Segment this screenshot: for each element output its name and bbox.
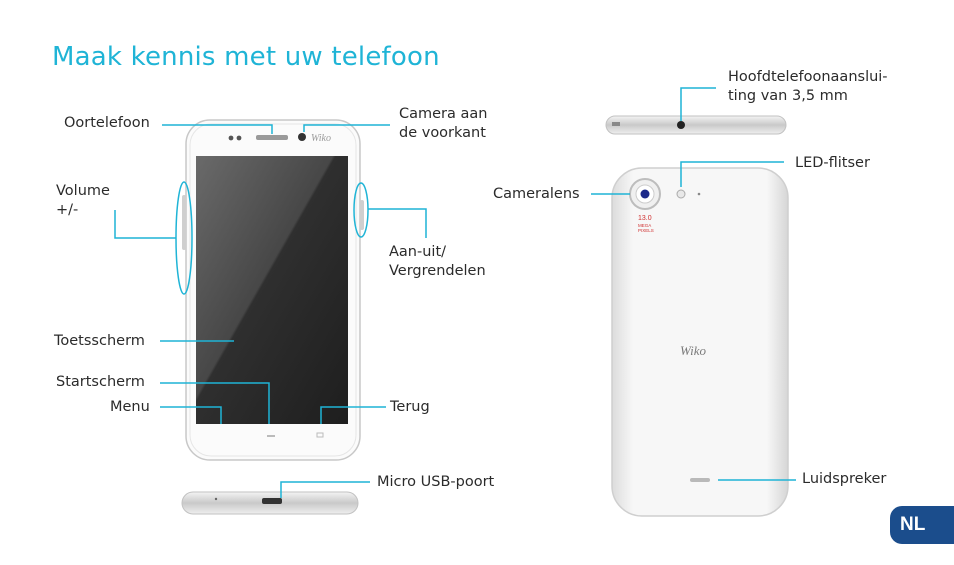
language-badge: NL xyxy=(890,506,954,544)
speaker-label: Luidspreker xyxy=(802,471,887,487)
home-label: Startscherm xyxy=(56,374,145,390)
led-flash-label: LED-flitser xyxy=(795,155,870,171)
menu-label: Menu xyxy=(110,399,150,415)
page-title: Maak kennis met uw telefoon xyxy=(52,42,440,72)
phone-front: Wiko xyxy=(182,119,364,461)
back-label: Terug xyxy=(390,399,430,415)
front-camera-label: Camera aan de voorkant xyxy=(399,106,488,141)
volume-label: Volume +/- xyxy=(56,183,110,218)
front-brand-logo: Wiko xyxy=(311,133,331,144)
phone-back: 13.0 MEGA PIXELS Wiko xyxy=(611,167,789,517)
phone-bottom-edge xyxy=(181,491,359,515)
camera-spec-value: 13.0 xyxy=(638,215,652,222)
usb-label: Micro USB-poort xyxy=(377,474,495,490)
camera-spec-pixels: PIXELS xyxy=(638,228,654,233)
callout-lines xyxy=(114,87,796,498)
camera-lens-label: Cameralens xyxy=(493,186,580,202)
touchscreen-label: Toetsscherm xyxy=(54,333,145,349)
back-brand-logo: Wiko xyxy=(680,343,706,358)
phone-top-edge xyxy=(605,115,787,135)
headphone-label: Hoofdtelefoonaanslui-ting van 3,5 mm xyxy=(728,69,888,104)
earpiece-label: Oortelefoon xyxy=(64,115,150,131)
power-label: Aan-uit/ Vergrendelen xyxy=(389,244,486,279)
camera-spec-mega: MEGA xyxy=(638,223,651,228)
